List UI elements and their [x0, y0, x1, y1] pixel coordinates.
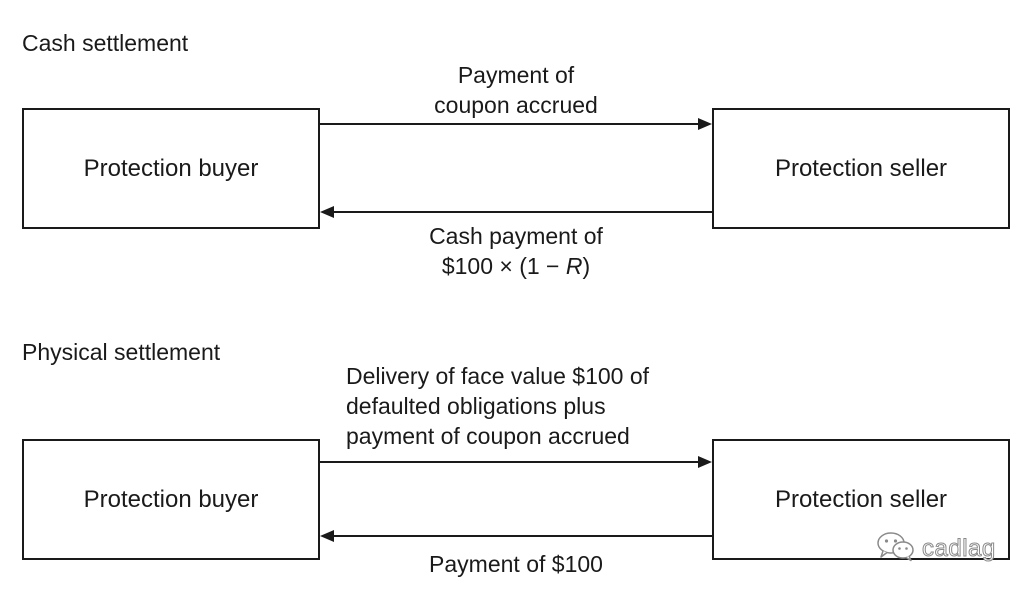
- physical-payment-label: Payment of $100: [366, 549, 666, 579]
- cash-payment-arrowhead: [320, 206, 334, 218]
- wechat-icon: [876, 530, 916, 567]
- physical-delivery-label: Delivery of face value $100 of defaulted…: [346, 361, 706, 451]
- cash-payment-formula-suffix: ): [582, 253, 591, 279]
- cash-protection-seller-box: Protection seller: [712, 108, 1010, 229]
- physical-delivery-label-line-2: defaulted obligations plus: [346, 393, 606, 419]
- watermark-text: cadlag: [922, 534, 996, 562]
- cash-payment-formula-prefix: $100 × (1 −: [441, 253, 566, 279]
- cash-protection-buyer-box: Protection buyer: [22, 108, 320, 229]
- cash-payment-formula-var: R: [565, 253, 583, 279]
- cash-payment-label-line-2: $100 × (1 − R): [366, 251, 666, 281]
- physical-delivery-arrowhead: [698, 456, 712, 468]
- cash-protection-seller-label: Protection seller: [774, 154, 948, 182]
- physical-settlement-title: Physical settlement: [22, 339, 221, 365]
- physical-payment-arrowhead: [320, 530, 334, 542]
- cash-payment-label-line-1: Cash payment of: [429, 223, 603, 249]
- physical-protection-buyer-label: Protection buyer: [83, 485, 259, 513]
- cash-payment-label: Cash payment of $100 × (1 − R): [366, 221, 666, 281]
- cash-coupon-label-line-1: Payment of: [457, 62, 575, 88]
- cash-settlement-title: Cash settlement: [22, 30, 189, 56]
- physical-delivery-label-line-3: payment of coupon accrued: [346, 423, 630, 449]
- cash-coupon-label: Payment of coupon accrued: [366, 60, 666, 120]
- physical-protection-buyer-box: Protection buyer: [22, 439, 320, 560]
- cash-coupon-arrowhead: [698, 118, 712, 130]
- cash-protection-buyer-label: Protection buyer: [83, 154, 259, 182]
- physical-delivery-label-line-1: Delivery of face value $100 of: [346, 363, 650, 389]
- physical-protection-seller-box: Protection seller: [712, 439, 1010, 560]
- physical-payment-label-line-1: Payment of $100: [429, 551, 603, 577]
- physical-protection-seller-label: Protection seller: [774, 485, 948, 513]
- cash-coupon-label-line-2: coupon accrued: [434, 92, 598, 118]
- watermark: cadlag: [876, 530, 996, 567]
